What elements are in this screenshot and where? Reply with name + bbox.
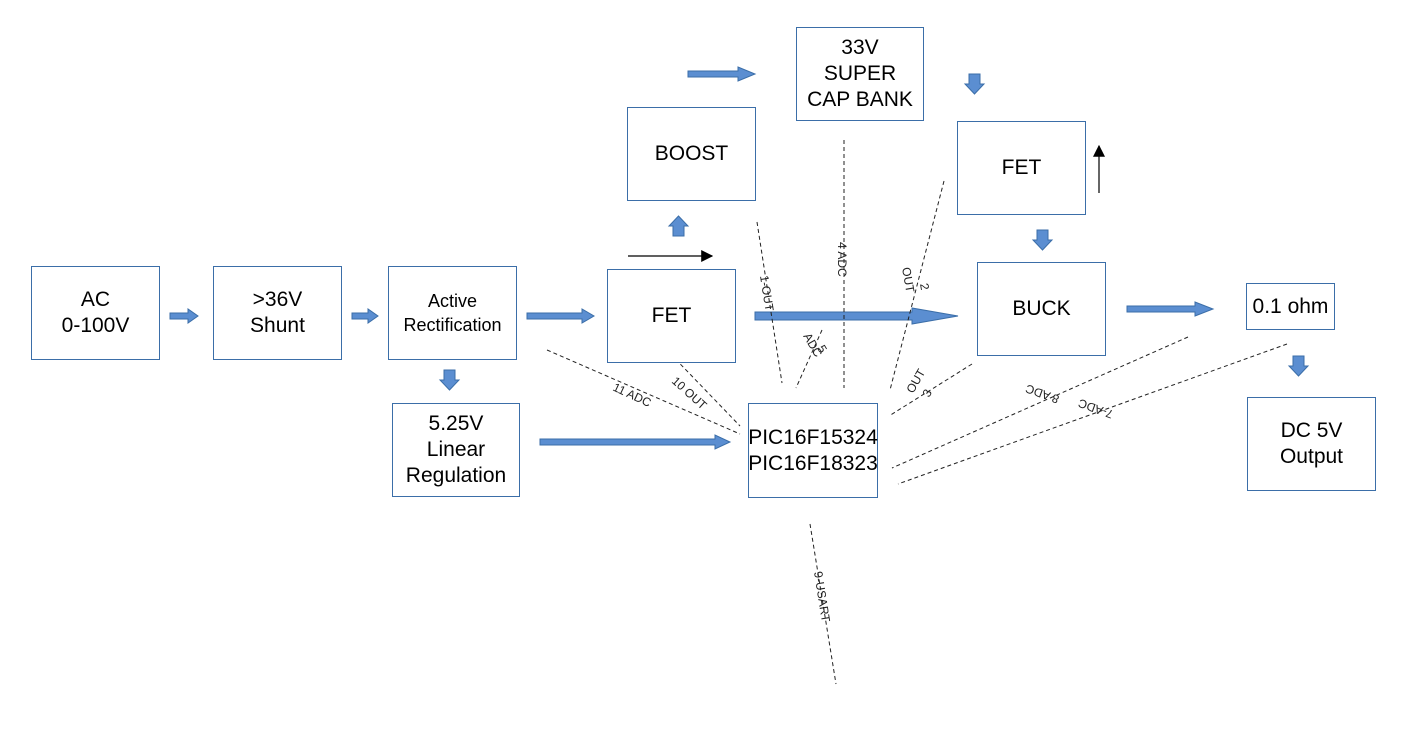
arrow-rect-to-fet bbox=[526, 308, 595, 324]
block-supercap-bank: 33V SUPER CAP BANK bbox=[796, 27, 924, 121]
block-ac-source: AC 0-100V bbox=[31, 266, 160, 360]
arrow-shunt-to-rect bbox=[351, 308, 379, 324]
block-boost: BOOST bbox=[627, 107, 756, 201]
signal-line-11 bbox=[546, 349, 741, 435]
pin-label-9: 9-USART bbox=[811, 570, 833, 623]
pin-label-11: 11 ADC bbox=[611, 380, 654, 410]
signal-line-2 bbox=[889, 180, 945, 391]
pin-label-10: 10 OUT bbox=[669, 374, 710, 413]
signal-line-7 bbox=[897, 343, 1288, 485]
pin-label-3-num: 3 bbox=[919, 386, 935, 399]
arrow-rect-to-linreg bbox=[438, 369, 461, 391]
signal-line-9 bbox=[809, 523, 837, 685]
arrow-fet-to-boost bbox=[667, 215, 690, 237]
pin-label-2: OUT bbox=[899, 266, 917, 294]
block-fet-top: FET bbox=[957, 121, 1086, 215]
block-active-rectification: Active Rectification bbox=[388, 266, 517, 360]
arrow-linreg-to-mcu bbox=[539, 434, 732, 450]
pin-label-2-line: OUT bbox=[899, 266, 917, 294]
pin-label-8: 8 ADC bbox=[1023, 381, 1061, 406]
signal-line-5 bbox=[795, 329, 823, 389]
signal-line-1 bbox=[756, 221, 783, 384]
block-fet-main: FET bbox=[607, 269, 736, 363]
arrow-fet-to-buck-down bbox=[1031, 229, 1054, 251]
block-sense-resistor: 0.1 ohm bbox=[1246, 283, 1335, 330]
arrow-fet-to-buck bbox=[754, 307, 959, 325]
block-buck: BUCK bbox=[977, 262, 1106, 356]
signal-line-10 bbox=[660, 343, 741, 427]
arrow-to-supercap bbox=[687, 66, 757, 82]
arrow-supercap-to-fet bbox=[963, 73, 986, 95]
block-dc-output: DC 5V Output bbox=[1247, 397, 1376, 491]
signal-line-8 bbox=[891, 336, 1189, 469]
block-linear-regulation: 5.25V Linear Regulation bbox=[392, 403, 520, 497]
block-shunt: >36V Shunt bbox=[213, 266, 342, 360]
pin-label-2-num: 2 bbox=[917, 282, 932, 291]
block-microcontroller: PIC16F15324 PIC16F18323 bbox=[748, 403, 878, 498]
pin-label-4: 4 ADC bbox=[835, 242, 849, 277]
arrow-buck-to-sense bbox=[1126, 301, 1215, 317]
arrow-sense-to-dcout bbox=[1287, 355, 1310, 377]
pin-label-5-adc: ADC bbox=[800, 331, 825, 360]
signal-line-3 bbox=[888, 363, 973, 417]
pin-label-1: 1-OUT bbox=[757, 274, 777, 312]
arrow-ac-to-shunt bbox=[169, 308, 199, 324]
